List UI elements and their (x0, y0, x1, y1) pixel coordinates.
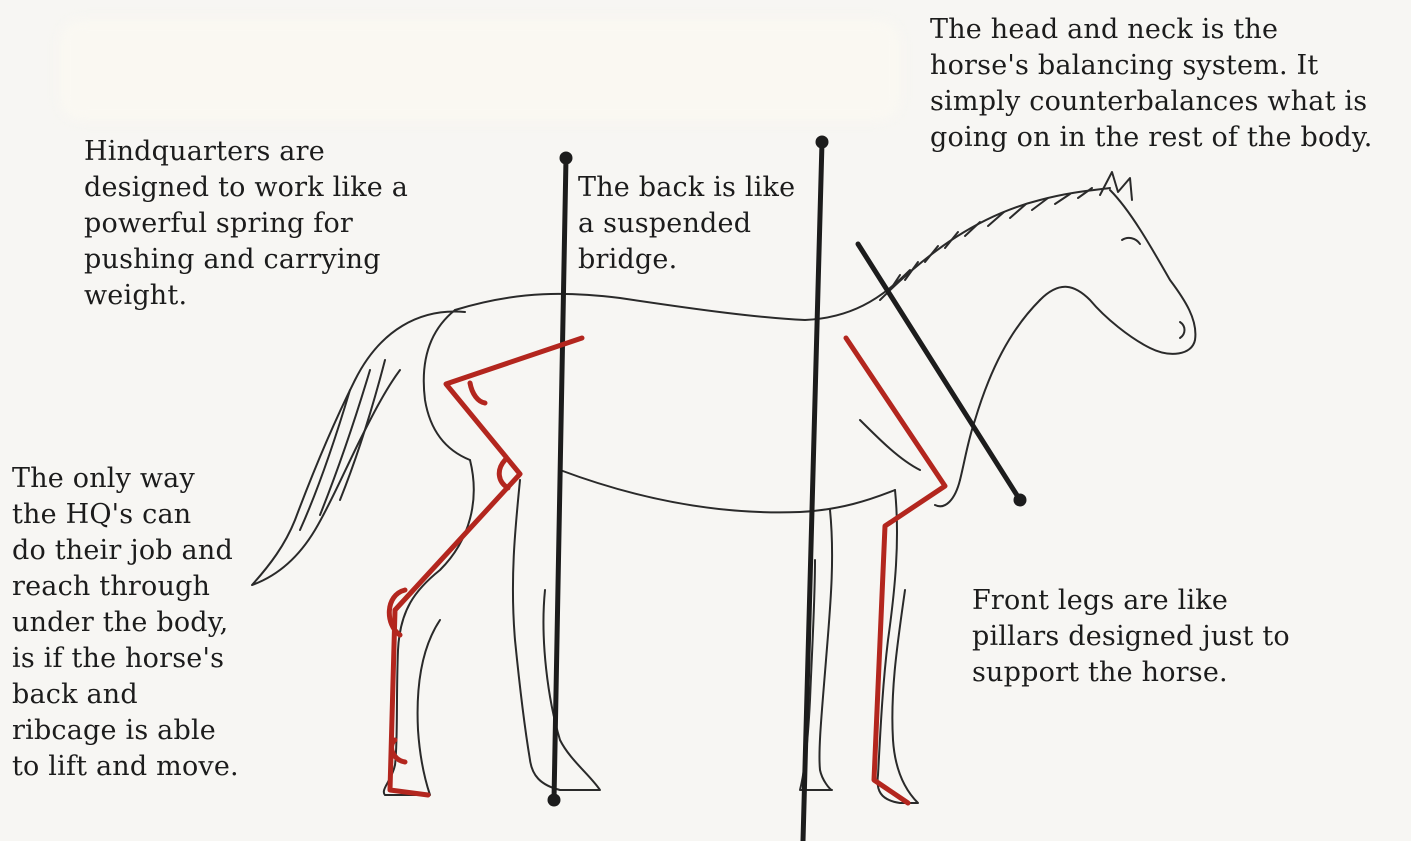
horse-belly (560, 470, 895, 512)
back-line-top-dot (562, 154, 570, 162)
head-neck-note: The head and neck is the horse's balanci… (930, 12, 1373, 156)
horse-hind-leg-outer (384, 460, 474, 795)
front-line-top-dot (818, 138, 826, 146)
horse-mane (890, 188, 1092, 290)
neck-balance-line (858, 244, 1020, 500)
back-note: The back is like a suspended bridge. (578, 170, 795, 278)
neck-line-bottom-dot (1016, 496, 1024, 504)
horse-eye (1122, 238, 1140, 244)
hindquarters-note: Hindquarters are designed to work like a… (84, 134, 408, 314)
horse-elbow (860, 420, 920, 470)
back-reference-line (554, 158, 566, 800)
angle-lines (389, 338, 945, 803)
horse-nostril (1180, 322, 1185, 338)
fetlock-angle-arc (392, 740, 405, 762)
front-legs-note: Front legs are like pillars designed jus… (972, 583, 1290, 691)
horse-head (1040, 190, 1195, 354)
back-line-bottom-dot (550, 796, 558, 804)
hq-reach-note: The only way the HQ's can do their job a… (12, 461, 239, 785)
horse-throat (960, 300, 1040, 480)
stifle-angle-arc (499, 460, 508, 488)
horse-neck-crest (880, 188, 1110, 300)
horse-tail-strands (300, 360, 385, 530)
hip-angle-arc (470, 383, 485, 403)
